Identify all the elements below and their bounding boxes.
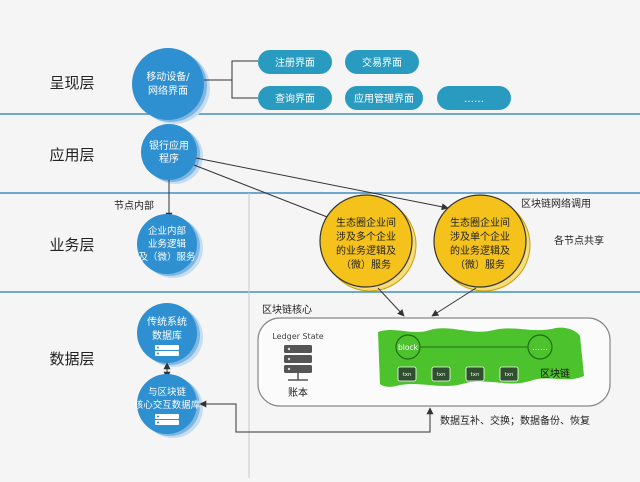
- txn-row: txn txn txn txn: [397, 366, 519, 382]
- server-icon: [155, 414, 179, 425]
- device-label-line2: 网络界面: [148, 84, 188, 97]
- shared-label: 各节点共享: [554, 234, 604, 247]
- arrow-data-exchange: [199, 400, 434, 433]
- app-management-button[interactable]: 应用管理界面: [345, 86, 423, 110]
- arrow-eco-multi-to-core: [377, 287, 405, 317]
- eco-multi-line4: （微）服务: [341, 258, 391, 271]
- trade-button-label: 交易界面: [362, 56, 402, 69]
- core-label: 区块链核心: [262, 303, 312, 316]
- ledger-state: Ledger State 账本: [272, 332, 323, 399]
- network-call-label: 区块链网络调用: [521, 197, 591, 210]
- arrow-app-to-eco-single: [195, 157, 449, 211]
- app-management-button-label: 应用管理界面: [354, 92, 414, 105]
- eco-single-line3: 的业务逻辑及: [450, 244, 510, 257]
- more-block-label: ……: [532, 343, 548, 352]
- txn-label: txn: [437, 372, 446, 378]
- chain-db-line2: 核心交互数据库: [134, 399, 201, 411]
- txn-label: txn: [471, 372, 480, 378]
- ledger-state-label: Ledger State: [272, 332, 323, 341]
- exchange-label: 数据互补、交换；数据备份、恢复: [440, 414, 590, 427]
- internal-service-line2: 业务逻辑: [148, 238, 187, 250]
- internal-service-line1: 企业内部: [148, 225, 186, 237]
- trade-button[interactable]: 交易界面: [345, 50, 419, 74]
- database-icon: [284, 345, 312, 381]
- device-label-line1: 移动设备/: [146, 70, 190, 83]
- eco-multi-line1: 生态圈企业间: [336, 216, 396, 229]
- more-block-node: ……: [527, 334, 553, 360]
- internal-label: 节点内部: [114, 199, 154, 212]
- eco-multi-circle: 生态圈企业间 涉及多个企业 的业务逻辑及 （微）服务: [319, 194, 417, 292]
- server-icon: [155, 345, 179, 356]
- legacy-db-line2: 数据库: [152, 329, 182, 342]
- arrow-app-to-eco-multi: [193, 164, 341, 223]
- txn-label: txn: [505, 372, 514, 378]
- more-button-label: ……: [464, 94, 484, 105]
- device-circle: 移动设备/ 网络界面: [132, 48, 210, 124]
- legacy-db-circle: 传统系统 数据库: [137, 303, 203, 367]
- eco-single-line1: 生态圈企业间: [450, 216, 510, 229]
- txn-label: txn: [403, 372, 412, 378]
- device-connector: [204, 60, 258, 99]
- chain-label: 区块链: [540, 367, 570, 380]
- layer-label-application: 应用层: [49, 146, 94, 164]
- txn-icon: txn: [499, 366, 519, 382]
- ledger-label: 账本: [288, 386, 308, 399]
- bank-app-circle: 银行应用 程序: [141, 124, 203, 184]
- txn-icon: txn: [397, 366, 417, 382]
- bank-app-label-line1: 银行应用: [149, 139, 189, 152]
- register-button-label: 注册界面: [275, 56, 315, 69]
- internal-service-circle: 企业内部 业务逻辑 及（微）服务: [137, 214, 203, 278]
- eco-multi-line3: 的业务逻辑及: [336, 244, 396, 257]
- register-button[interactable]: 注册界面: [258, 50, 332, 74]
- query-button[interactable]: 查询界面: [258, 86, 332, 110]
- eco-single-line2: 涉及单个企业: [450, 230, 510, 243]
- block-node: block: [395, 334, 421, 360]
- internal-service-line3: 及（微）服务: [138, 251, 196, 263]
- chain-db-line1: 与区块链: [148, 386, 187, 398]
- more-button[interactable]: ……: [437, 86, 511, 110]
- block-label: block: [398, 343, 419, 352]
- layer-dividers: [0, 113, 640, 293]
- eco-multi-line2: 涉及多个企业: [336, 230, 396, 243]
- layer-label-business: 业务层: [49, 236, 94, 254]
- eco-single-circle: 生态圈企业间 涉及单个企业 的业务逻辑及 （微）服务: [433, 194, 531, 292]
- layer-label-data: 数据层: [49, 350, 94, 368]
- bank-app-label-line2: 程序: [159, 152, 179, 165]
- legacy-db-line1: 传统系统: [147, 315, 187, 328]
- txn-icon: txn: [431, 366, 451, 382]
- query-button-label: 查询界面: [275, 92, 315, 105]
- layer-label-presentation: 呈现层: [49, 74, 94, 92]
- eco-single-line4: （微）服务: [455, 258, 505, 271]
- chain-db-circle: 与区块链 核心交互数据库: [134, 374, 203, 438]
- arrow-eco-single-to-core: [431, 287, 477, 317]
- txn-icon: txn: [465, 366, 485, 382]
